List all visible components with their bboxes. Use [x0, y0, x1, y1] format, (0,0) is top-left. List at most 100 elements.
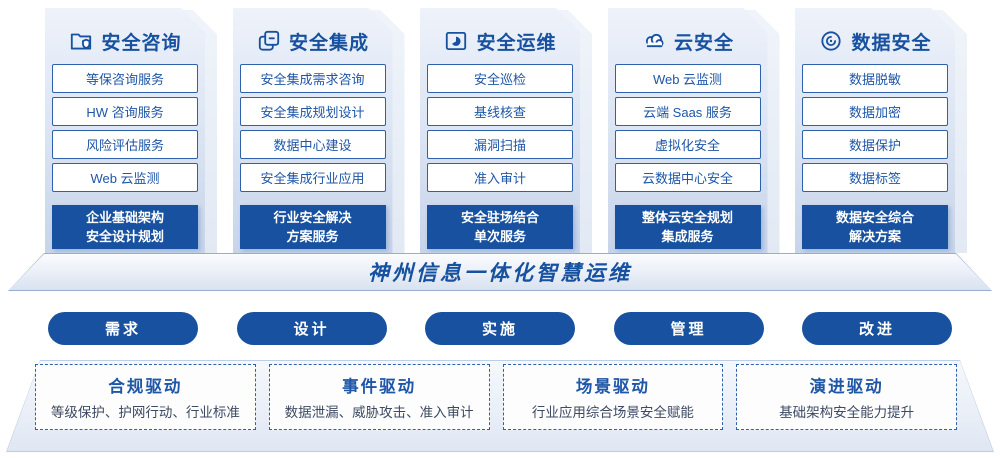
column-header: 安全咨询: [68, 24, 181, 58]
column-title: 安全运维: [476, 32, 557, 54]
copy-docs-icon: [256, 28, 282, 54]
column-footer-line: 安全设计规划: [85, 229, 164, 244]
service-item: 数据中心建设: [240, 130, 386, 159]
service-item-label: 安全集成需求咨询: [260, 72, 365, 87]
column-items: Web 云监测 云端 Saas 服务 虚拟化安全 云数据中心安全: [615, 64, 761, 196]
folder-shield-icon: [68, 28, 94, 54]
service-column: 安全集成 安全集成需求咨询 安全集成规划设计 数据中心建设 安全集成行业应用 行…: [233, 8, 393, 253]
service-item-label: 基线核查: [473, 105, 526, 120]
column-footer-line: 解决方案: [848, 229, 901, 244]
column-header: 云安全: [641, 24, 734, 58]
driver-description: 数据泄漏、威胁攻击、准入审计: [284, 405, 474, 420]
service-item-label: 漏洞扫描: [473, 138, 526, 153]
column-header: 数据安全: [818, 24, 931, 58]
service-column: 安全运维 安全巡检 基线核查 漏洞扫描 准入审计 安全驻场结合单次服务: [420, 8, 580, 253]
driver-description: 基础架构安全能力提升: [779, 405, 915, 420]
service-item: 等保咨询服务: [52, 64, 198, 93]
service-columns: 安全咨询 等保咨询服务 HW 咨询服务 风险评估服务 Web 云监测 企业基础架…: [45, 8, 955, 253]
driver-title: 合规驱动: [108, 378, 183, 396]
service-item: Web 云监测: [615, 64, 761, 93]
service-item: 数据加密: [802, 97, 948, 126]
process-pill: 设计: [236, 312, 387, 345]
service-item-label: 风险评估服务: [85, 138, 164, 153]
service-column: 安全咨询 等保咨询服务 HW 咨询服务 风险评估服务 Web 云监测 企业基础架…: [45, 8, 205, 253]
service-column: 数据安全 数据脱敏 数据加密 数据保护 数据标签 数据安全综合解决方案: [795, 8, 955, 253]
driver-boxes: 合规驱动 等级保护、护网行动、行业标准 事件驱动 数据泄漏、威胁攻击、准入审计 …: [35, 364, 957, 430]
driver-title: 事件驱动: [342, 378, 417, 396]
service-item-label: Web 云监测: [652, 72, 723, 87]
column-items: 安全巡检 基线核查 漏洞扫描 准入审计: [427, 64, 573, 196]
service-item: 安全巡检: [427, 64, 573, 93]
column-panel: 数据安全 数据脱敏 数据加密 数据保护 数据标签 数据安全综合解决方案: [795, 8, 955, 253]
service-item-label: 云端 Saas 服务: [643, 105, 732, 120]
column-footer-line: 行业安全解决: [273, 209, 352, 225]
service-item: 数据保护: [802, 130, 948, 159]
service-item: 云数据中心安全: [615, 163, 761, 192]
process-pill: 改进: [802, 312, 952, 345]
column-title: 安全集成: [288, 32, 369, 54]
driver-box: 演进驱动 基础架构安全能力提升: [736, 364, 957, 430]
service-item-label: 安全集成规划设计: [260, 105, 365, 120]
service-item-label: 虚拟化安全: [654, 138, 720, 153]
column-items: 数据脱敏 数据加密 数据保护 数据标签: [802, 64, 948, 196]
service-item: 云端 Saas 服务: [615, 97, 761, 126]
column-title: 云安全: [673, 32, 734, 54]
process-pill: 实施: [425, 312, 575, 345]
service-item-label: 数据保护: [848, 138, 901, 153]
column-footer-badge: 企业基础架构安全设计规划: [52, 205, 198, 249]
service-item: 虚拟化安全: [615, 130, 761, 159]
process-pill: 需求: [48, 312, 198, 345]
driver-description: 行业应用综合场景安全赋能: [531, 405, 694, 420]
column-panel: 安全运维 安全巡检 基线核查 漏洞扫描 准入审计 安全驻场结合单次服务: [420, 8, 580, 253]
process-pills: 需求 设计 实施 管理 改进: [48, 312, 952, 345]
column-title: 数据安全: [851, 32, 932, 54]
service-item: 基线核查: [427, 97, 573, 126]
service-item-label: 数据中心建设: [273, 138, 352, 153]
column-items: 等保咨询服务 HW 咨询服务 风险评估服务 Web 云监测: [52, 64, 198, 196]
driver-title: 场景驱动: [575, 378, 650, 396]
service-item: 安全集成行业应用: [240, 163, 386, 192]
column-panel: 安全咨询 等保咨询服务 HW 咨询服务 风险评估服务 Web 云监测 企业基础架…: [45, 8, 205, 253]
column-header: 安全集成: [256, 24, 369, 58]
column-title: 安全咨询: [101, 32, 182, 54]
driver-description: 等级保护、护网行动、行业标准: [50, 405, 240, 420]
service-column: 云安全 Web 云监测 云端 Saas 服务 虚拟化安全 云数据中心安全 整体云…: [608, 8, 768, 253]
service-item-label: 安全巡检: [473, 72, 526, 87]
service-item: HW 咨询服务: [52, 97, 198, 126]
service-item: 数据脱敏: [802, 64, 948, 93]
service-item: Web 云监测: [52, 163, 198, 192]
folder-chart-icon: [443, 28, 469, 54]
service-item-label: 数据脱敏: [848, 72, 901, 87]
service-item-label: 安全集成行业应用: [260, 171, 365, 186]
column-footer-line: 安全驻场结合: [460, 209, 539, 225]
column-panel: 安全集成 安全集成需求咨询 安全集成规划设计 数据中心建设 安全集成行业应用 行…: [233, 8, 393, 253]
service-item-label: 准入审计: [473, 171, 526, 186]
service-item: 风险评估服务: [52, 130, 198, 159]
service-item: 准入审计: [427, 163, 573, 192]
service-item-label: Web 云监测: [90, 171, 160, 186]
platform-banner-title: 神州信息一体化智慧运维: [368, 262, 632, 285]
column-panel: 云安全 Web 云监测 云端 Saas 服务 虚拟化安全 云数据中心安全 整体云…: [608, 8, 768, 253]
platform-banner: 神州信息一体化智慧运维: [8, 253, 992, 291]
column-header: 安全运维: [443, 24, 556, 58]
service-item-label: 数据标签: [848, 171, 901, 186]
service-item: 数据标签: [802, 163, 948, 192]
column-footer-badge: 安全驻场结合单次服务: [427, 205, 573, 249]
column-footer-line: 单次服务: [473, 229, 526, 244]
service-item-label: 云数据中心安全: [641, 171, 733, 186]
column-footer-line: 企业基础架构: [85, 209, 164, 225]
column-footer-line: 数据安全综合: [835, 209, 914, 225]
driver-box: 场景驱动 行业应用综合场景安全赋能: [502, 364, 724, 430]
service-item-label: 等保咨询服务: [85, 72, 164, 87]
driver-title: 演进驱动: [809, 378, 884, 396]
process-pill: 管理: [613, 312, 764, 345]
cloud-icon: [641, 28, 667, 54]
column-footer-badge: 行业安全解决方案服务: [240, 205, 386, 249]
service-item: 安全集成需求咨询: [240, 64, 386, 93]
fingerprint-icon: [818, 28, 844, 54]
column-items: 安全集成需求咨询 安全集成规划设计 数据中心建设 安全集成行业应用: [240, 64, 386, 196]
service-item: 漏洞扫描: [427, 130, 573, 159]
service-item-label: HW 咨询服务: [86, 105, 164, 120]
column-footer-line: 方案服务: [286, 229, 339, 244]
